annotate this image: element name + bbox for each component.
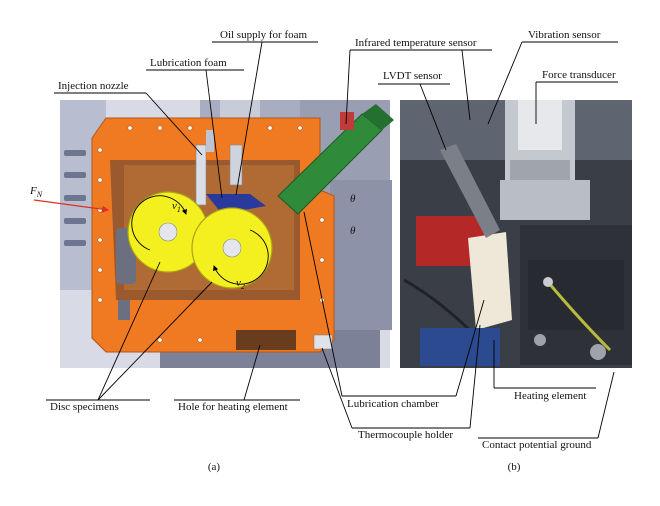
panel-a-cad-model: θ θ v1 v2 (60, 100, 394, 368)
heating-element-hole (236, 330, 296, 350)
label-thermocouple-holder: Thermocouple holder (321, 324, 481, 441)
label-force-transducer: Force transducer (535, 69, 618, 124)
svg-text:Lubrication foam: Lubrication foam (150, 57, 227, 69)
svg-text:Hole for heating element: Hole for heating element (178, 401, 288, 413)
mounting-bolts (64, 150, 86, 246)
disc-specimen-2 (191, 207, 273, 289)
v2-symbol: v2 (236, 277, 245, 291)
label-lubrication-foam: Lubrication foam (146, 57, 244, 199)
label-infrared-sensor: Infrared temperature sensor (345, 37, 492, 125)
svg-text:Lubrication chamber: Lubrication chamber (347, 398, 439, 410)
svg-text:Contact potential ground: Contact potential ground (482, 439, 592, 451)
label-lvdt-sensor: LVDT sensor (378, 70, 450, 151)
label-oil-supply: Oil supply for foam (212, 29, 318, 196)
label-injection-nozzle: Injection nozzle (54, 80, 203, 156)
svg-text:Disc specimens: Disc specimens (50, 401, 119, 413)
svg-text:Thermocouple holder: Thermocouple holder (358, 429, 453, 441)
label-heating-element: Heating element (493, 340, 596, 402)
svg-text:Infrared temperature sensor: Infrared temperature sensor (355, 37, 477, 49)
theta-symbol-1: θ (350, 193, 356, 205)
svg-text:Oil supply for foam: Oil supply for foam (220, 29, 308, 41)
label-vibration-sensor: Vibration sensor (487, 29, 618, 125)
label-lubrication-chamber: Lubrication chamber (303, 211, 485, 410)
svg-text:Force transducer: Force transducer (542, 69, 616, 81)
housing-holes (97, 125, 325, 343)
svg-text:LVDT sensor: LVDT sensor (383, 70, 442, 82)
v1-symbol: v1 (172, 200, 181, 214)
label-disc-specimens: Disc specimens (46, 261, 213, 413)
label-contact-ground: Contact potential ground (478, 371, 615, 451)
theta-symbol-2: θ (350, 225, 356, 237)
force-symbol: FN (29, 185, 43, 199)
normal-force-indicator: FN (29, 185, 110, 213)
disc-specimen-1 (127, 191, 209, 273)
label-hole-heating: Hole for heating element (174, 344, 300, 413)
svg-text:Vibration sensor: Vibration sensor (528, 29, 601, 41)
caption-b: (b) (508, 461, 521, 473)
svg-text:Injection nozzle: Injection nozzle (58, 80, 129, 92)
svg-text:Heating element: Heating element (514, 390, 586, 402)
caption-a: (a) (208, 461, 221, 473)
panel-b-photo (400, 100, 632, 368)
